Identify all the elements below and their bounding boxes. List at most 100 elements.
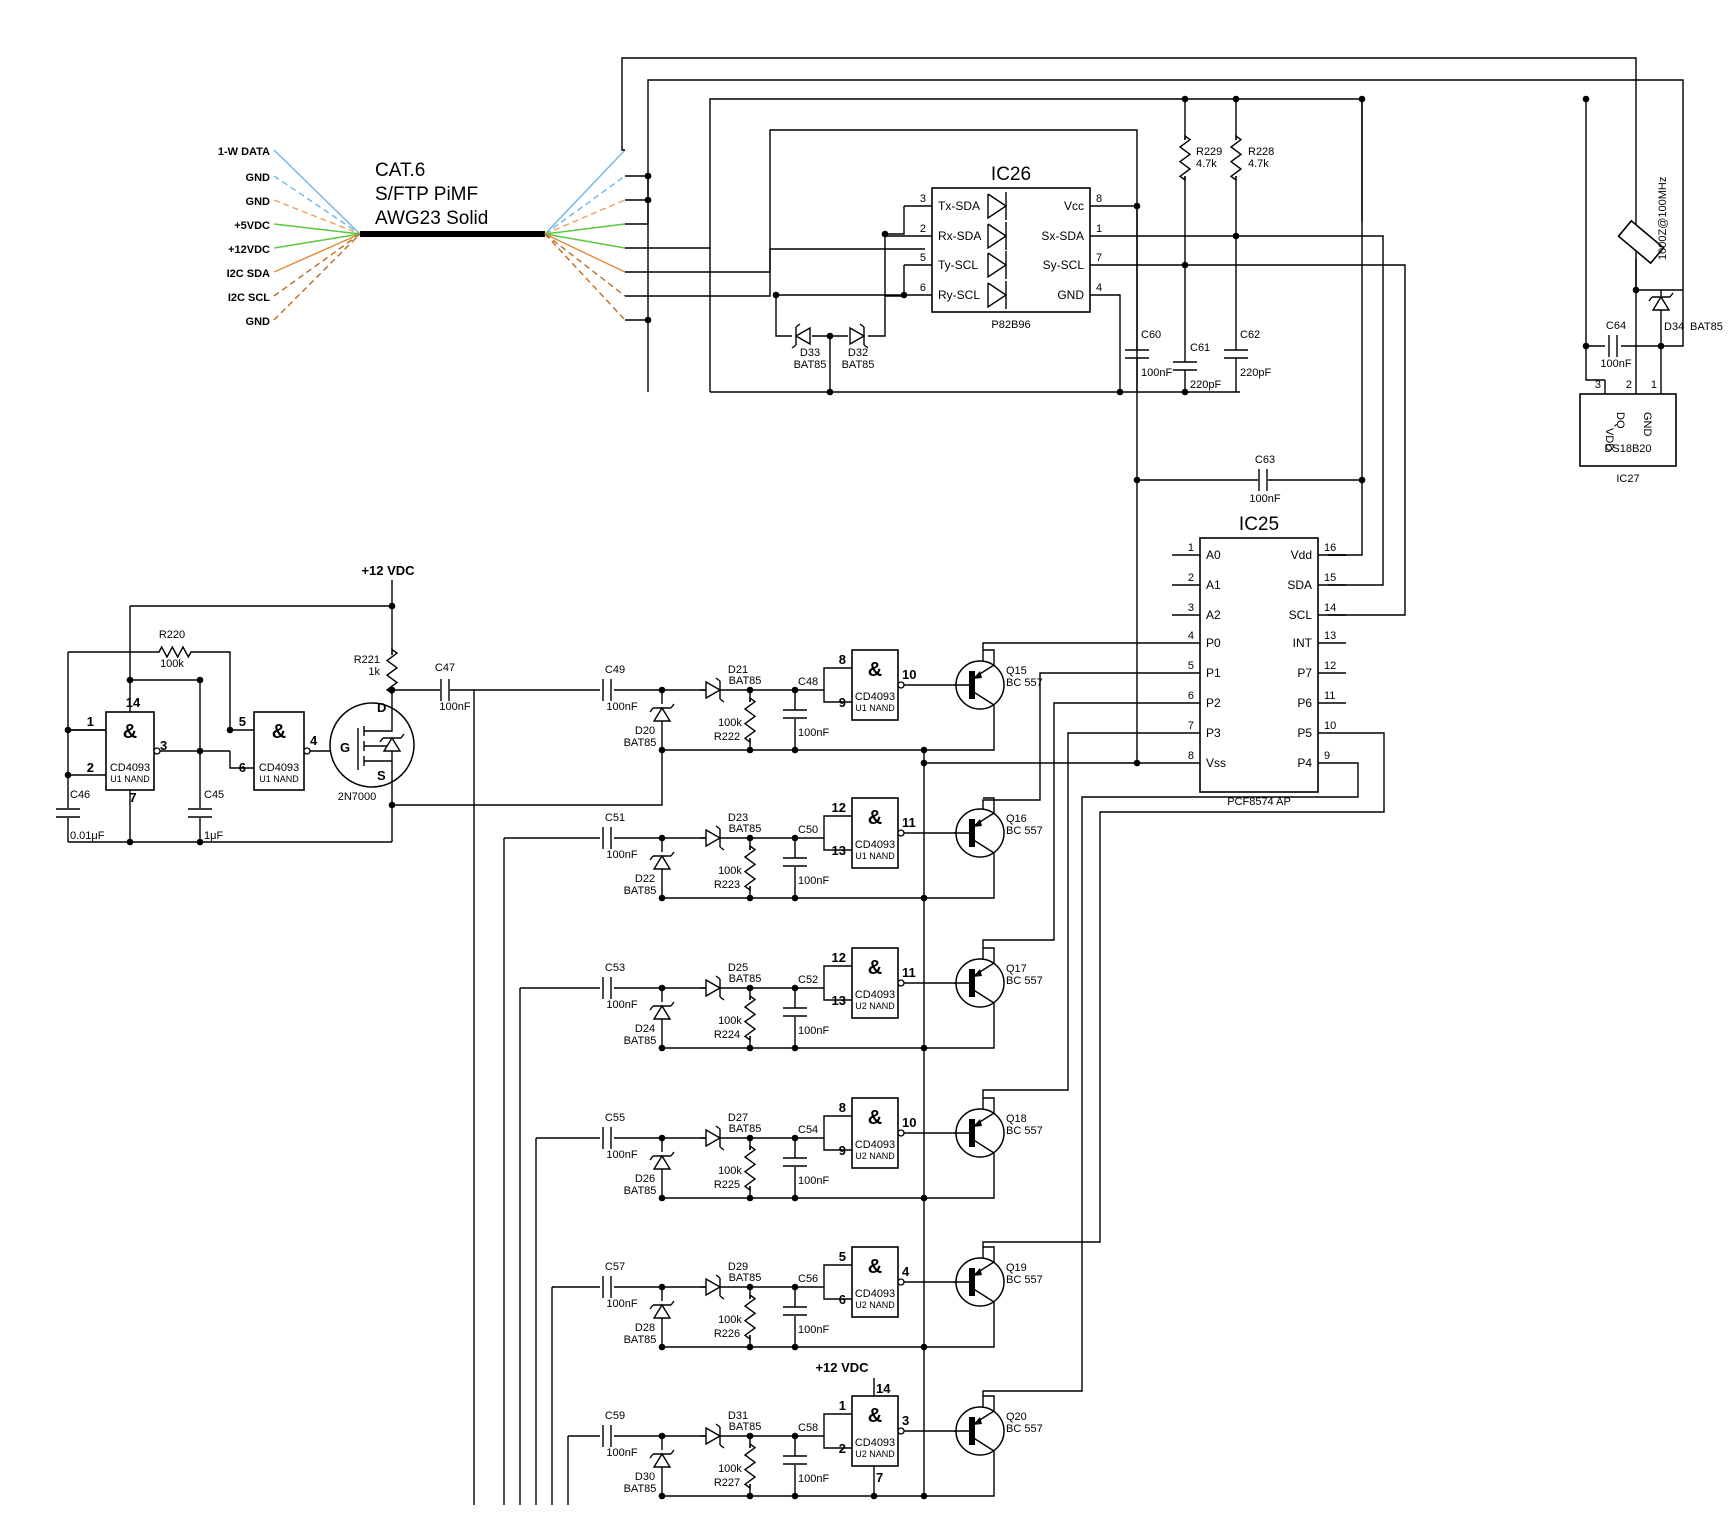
ic26-pin-number: 7 — [1096, 252, 1102, 264]
ic25-pin-label: P1 — [1206, 666, 1221, 680]
clamp-diode-tick — [649, 1453, 654, 1459]
transistor-type: BC 557 — [1006, 1125, 1043, 1137]
discharge-resistor — [743, 1442, 757, 1490]
cable-wire-right — [544, 233, 626, 321]
wire — [795, 1413, 852, 1437]
c60-ref: C60 — [1141, 329, 1161, 341]
cap-ref: C53 — [605, 962, 625, 974]
channel-nand-gate-bubble — [897, 1129, 905, 1137]
gate-unit: U2 NAND — [855, 1151, 895, 1161]
cable-wire-left — [273, 199, 361, 235]
net-12v-bus — [625, 129, 1138, 273]
series-diode-tick — [715, 825, 721, 830]
gate-unit: U1 NAND — [110, 774, 150, 784]
series-diode — [705, 978, 722, 998]
pin-number: 12 — [832, 800, 846, 815]
cap-ref: C48 — [798, 676, 818, 688]
ic25-pin-number: 11 — [1324, 690, 1335, 702]
component-layer — [56, 134, 1677, 1490]
diode-type: BAT85 — [729, 1123, 762, 1135]
and-symbol: & — [868, 659, 882, 681]
clamp-diode-tick2 — [670, 703, 675, 709]
r221-resistor — [385, 648, 399, 695]
cable-wire-label: 1-W DATA — [218, 146, 270, 158]
transistor-collector — [971, 1287, 995, 1303]
ic27-body — [1579, 393, 1677, 467]
transistor-type: BC 557 — [1006, 975, 1043, 987]
transistor-arrow — [973, 671, 982, 679]
cable-wire-label: I2C SCL — [228, 292, 270, 304]
net-scl-local — [1118, 264, 1406, 616]
ic26-ty-scl — [885, 265, 905, 297]
c63-value: 100nF — [1249, 493, 1280, 505]
cable-wire-left — [273, 175, 361, 235]
d33-diode — [794, 326, 811, 346]
wire — [795, 1115, 852, 1139]
cable-wire-left — [273, 233, 361, 297]
gate-part: CD4093 — [855, 1139, 895, 1151]
c46-value: 0.01μF — [70, 830, 105, 842]
pin-number: 2 — [839, 1441, 846, 1456]
wire — [795, 815, 852, 839]
cable-wire-label: GND — [246, 316, 271, 328]
net-ic25-output — [982, 762, 1359, 1410]
diode-type: BAT85 — [624, 885, 657, 897]
ic25-pin-label: P6 — [1297, 696, 1312, 710]
d32-ref: D32 — [848, 347, 868, 359]
transistor-type: BC 557 — [1006, 1274, 1043, 1286]
d34-diode-tick2 — [1669, 292, 1674, 298]
ic27-pin-label: DQ — [1614, 412, 1626, 429]
cap-value: 100nF — [606, 849, 637, 861]
ic25-pin-label: Vss — [1206, 756, 1226, 770]
c60-value: 100nF — [1141, 367, 1172, 379]
wire — [795, 667, 852, 691]
transistor-type: BC 557 — [1006, 677, 1043, 689]
junction-dot — [1358, 95, 1366, 103]
pin-number: 13 — [832, 843, 846, 858]
ic25-pin-number: 10 — [1324, 720, 1336, 732]
transistor-ref: Q16 — [1006, 813, 1027, 825]
diode-type: BAT85 — [624, 1035, 657, 1047]
ic25-pin-label: A0 — [1206, 548, 1221, 562]
ic27-name: IC27 — [1616, 473, 1639, 485]
transistor-ref: Q19 — [1006, 1262, 1027, 1274]
gate-part: CD4093 — [855, 1288, 895, 1300]
r221-value: 1k — [368, 666, 380, 678]
discharge-resistor — [743, 1293, 757, 1341]
d33-ref: D33 — [800, 347, 820, 359]
wire — [200, 651, 231, 730]
pin-number: 3 — [160, 738, 167, 753]
junction-dot — [1582, 95, 1590, 103]
r229-value: 4.7k — [1196, 158, 1217, 170]
mosfet-body-diode-tick — [379, 737, 384, 743]
wire — [924, 1302, 995, 1348]
ic25-pin-label: P0 — [1206, 636, 1221, 650]
wire — [924, 1153, 995, 1199]
cap-ref: C59 — [605, 1410, 625, 1422]
wire — [924, 705, 995, 751]
net-i2c-scl — [625, 248, 925, 297]
ic27-pin-number: 1 — [1651, 379, 1657, 391]
series-diode — [705, 680, 722, 700]
res-ref: R225 — [714, 1179, 740, 1191]
wire — [1635, 258, 1661, 291]
c64-value: 100nF — [1600, 358, 1631, 370]
net-gnd-top — [625, 79, 1684, 347]
res-ref: R226 — [714, 1328, 740, 1340]
ic25-pin-number: 2 — [1188, 572, 1194, 584]
series-diode-tick2 — [719, 1295, 725, 1300]
diode-ref: D28 — [635, 1322, 655, 1334]
c61-value: 220pF — [1190, 379, 1221, 391]
ic26-pin-label: Ty-SCL — [938, 258, 978, 272]
net-ic25-output — [982, 702, 1172, 960]
wire — [983, 649, 995, 665]
ic25-pin-number: 14 — [1324, 602, 1336, 614]
ic26-pin-number: 6 — [920, 282, 926, 294]
wire — [823, 1138, 852, 1151]
channel-nand-gate — [851, 1097, 899, 1169]
clamp-diode — [652, 1303, 672, 1319]
pin-number: 1 — [839, 1398, 846, 1413]
junction-dot — [1232, 95, 1240, 103]
mosfet-body-diode-tick2 — [400, 733, 405, 739]
